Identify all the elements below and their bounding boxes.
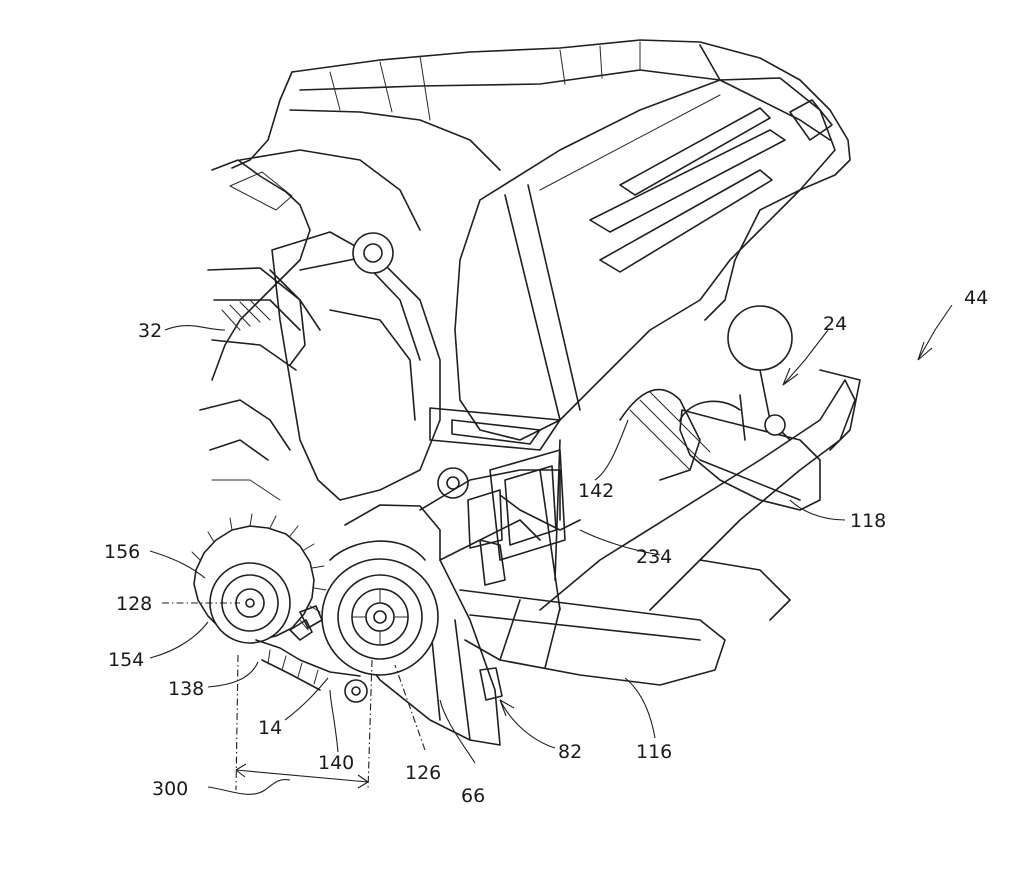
- ref-300: 300: [152, 778, 188, 800]
- swingarm: [459, 439, 726, 686]
- upper-frame: [231, 39, 851, 321]
- ref-156: 156: [104, 541, 140, 563]
- leader-lines: [149, 304, 953, 795]
- ref-82: 82: [558, 741, 582, 763]
- ref-138: 138: [168, 678, 204, 700]
- ref-128: 128: [116, 593, 152, 615]
- ref-154: 154: [108, 649, 144, 671]
- ref-234: 234: [636, 546, 672, 568]
- ref-142: 142: [578, 480, 614, 502]
- reference-numerals: 44 24 32 118 142 234 156 128 154 138 14 …: [104, 287, 988, 807]
- ref-126: 126: [405, 762, 441, 784]
- centerline-markers: [235, 654, 373, 791]
- electrical-box: [467, 449, 566, 586]
- drive-chain: [255, 605, 361, 691]
- idler-pulley: [321, 540, 439, 676]
- engine-internals: [199, 159, 321, 501]
- ref-118: 118: [850, 510, 886, 532]
- ref-14: 14: [258, 717, 282, 739]
- ref-32: 32: [138, 320, 162, 342]
- ref-24: 24: [823, 313, 847, 335]
- front-plate: [271, 231, 561, 501]
- ref-66: 66: [461, 785, 485, 807]
- ref-116: 116: [636, 741, 672, 763]
- exhaust-pipe: [539, 305, 861, 621]
- side-panel: [454, 77, 836, 441]
- ref-140: 140: [318, 752, 354, 774]
- drive-sprocket: [191, 513, 327, 644]
- ref-44: 44: [964, 287, 988, 309]
